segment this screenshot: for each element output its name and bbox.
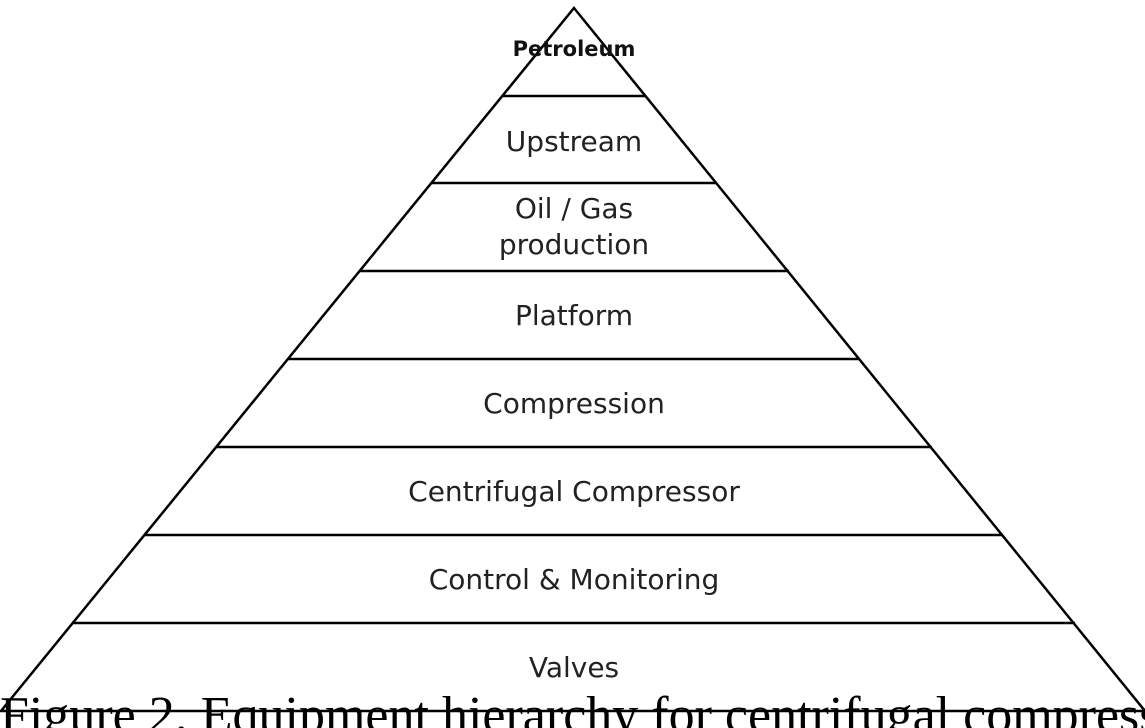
tier-label-compression: Compression (483, 387, 665, 420)
tier-label-line: Oil / Gas (515, 192, 633, 225)
tier-label-valves: Valves (529, 651, 619, 684)
tier-label-centrifugal-compressor: Centrifugal Compressor (408, 475, 740, 508)
tier-label-platform: Platform (515, 299, 633, 332)
tier-label-control-monitoring: Control & Monitoring (429, 563, 720, 596)
tier-label-line: production (499, 228, 649, 261)
figure-caption: Figure 2. Equipment hierarchy for centri… (0, 687, 1145, 728)
tier-label-petroleum: Petroleum (513, 37, 636, 61)
tier-label-upstream: Upstream (506, 125, 642, 158)
